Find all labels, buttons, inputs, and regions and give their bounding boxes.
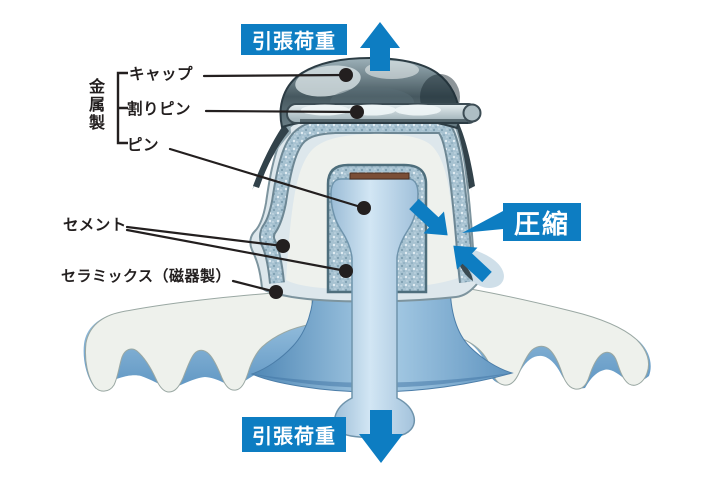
cement-pointer-dot-2 — [339, 264, 353, 278]
cement-pointer-line-1 — [125, 225, 285, 248]
ceramics-pointer-line — [231, 279, 278, 294]
split-pin-segment — [395, 104, 441, 116]
tensile-load-top-badge: 引張荷重 — [241, 24, 347, 55]
label-pin: ピン — [127, 137, 160, 154]
arrow-down-icon — [359, 410, 403, 463]
force-arrows — [359, 22, 503, 463]
cement-pointer-dot-1 — [276, 239, 290, 253]
head-hook-right — [460, 262, 473, 281]
label-cement: セメント — [63, 217, 127, 234]
ceramics-pointer-dot — [269, 285, 283, 299]
label-cap: キャップ — [129, 66, 194, 83]
label-ceramics: セラミックス（磁器製） — [61, 268, 232, 285]
split-pin-pointer-line — [204, 109, 359, 114]
label-metal-group: 金属製 — [86, 78, 103, 132]
cap-pointer-dot — [339, 68, 353, 82]
bell-base-shadow — [252, 373, 512, 388]
callout-triangle-icon — [462, 211, 503, 233]
tensile-load-bottom-badge: 引張荷重 — [242, 417, 346, 452]
split-pin-pointer-dot — [350, 105, 364, 119]
cap-skirt-right — [455, 121, 475, 189]
cement-outer-band — [260, 120, 473, 284]
cap-skirt-left — [253, 124, 289, 188]
disc-cut-face-right — [442, 284, 650, 390]
cement-pointer-line-2 — [125, 228, 348, 273]
arrow-up-icon — [360, 22, 400, 71]
cap-pointer-line — [202, 73, 348, 78]
metal-group-bracket — [116, 71, 128, 145]
disc-cut-face-left — [85, 290, 313, 393]
pointer-dots — [269, 68, 371, 299]
arrow-down-right-icon — [409, 198, 448, 236]
label-split-pin: 割りピン — [127, 101, 192, 118]
split-pin-segment — [301, 104, 349, 116]
pin-washer — [349, 172, 410, 180]
pointer-lines — [125, 73, 366, 294]
pin-pointer-line — [168, 147, 366, 210]
pin-pointer-dot — [357, 201, 371, 215]
split-pin-eye — [462, 103, 482, 123]
split-pin-shadow — [300, 119, 468, 124]
compression-badge: 圧縮 — [503, 203, 581, 241]
arrow-up-left-icon — [453, 245, 492, 283]
